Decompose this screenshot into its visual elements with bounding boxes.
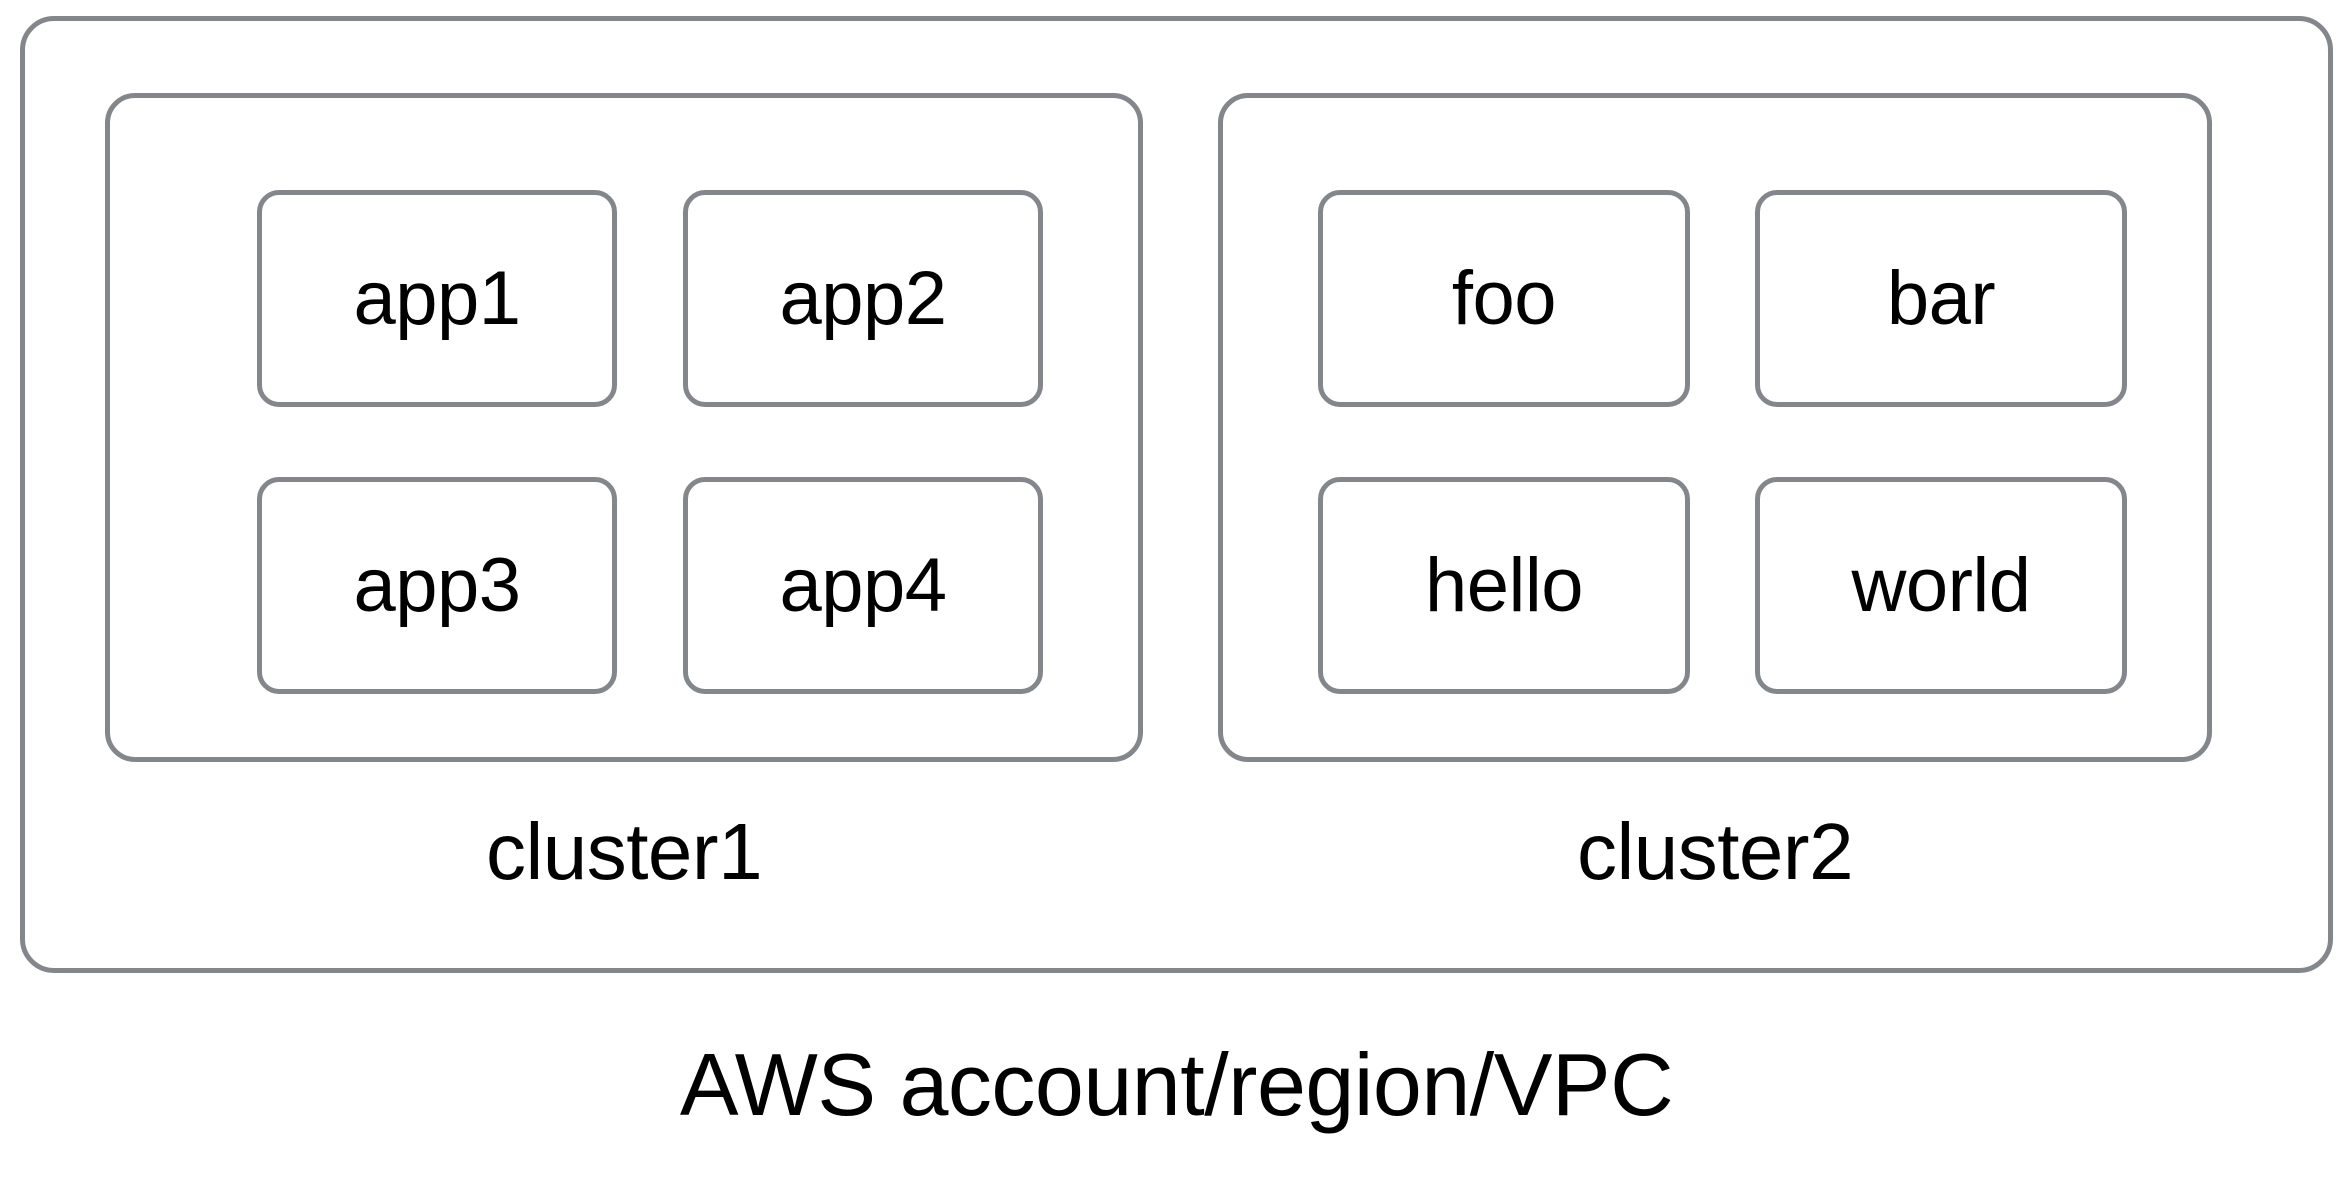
account-caption: AWS account/region/VPC — [679, 1035, 1674, 1134]
node-box-app4[interactable]: app4 — [683, 477, 1043, 694]
node-box-world[interactable]: world — [1755, 477, 2127, 694]
node-label: app1 — [353, 255, 521, 341]
node-label: app3 — [353, 542, 521, 628]
node-label: hello — [1424, 542, 1584, 628]
node-box-app2[interactable]: app2 — [683, 190, 1043, 407]
node-box-app1[interactable]: app1 — [257, 190, 617, 407]
node-grid-cluster1: app1 app2 app3 app4 — [110, 98, 1138, 757]
node-box-app3[interactable]: app3 — [257, 477, 617, 694]
node-label: app4 — [779, 542, 947, 628]
node-box-bar[interactable]: bar — [1755, 190, 2127, 407]
node-grid-cluster2: foo bar hello world — [1223, 98, 2207, 757]
node-box-foo[interactable]: foo — [1318, 190, 1690, 407]
cluster-box-cluster2[interactable]: foo bar hello world — [1218, 93, 2212, 762]
cluster-box-cluster1[interactable]: app1 app2 app3 app4 — [105, 93, 1143, 762]
node-label: bar — [1886, 255, 1996, 341]
cluster-caption-cluster2: cluster2 — [1576, 807, 1854, 896]
node-label: world — [1851, 542, 2031, 628]
aws-account-boundary: app1 app2 app3 app4 foo bar — [20, 16, 2333, 973]
node-box-hello[interactable]: hello — [1318, 477, 1690, 694]
cluster-caption-cluster1: cluster1 — [485, 807, 763, 896]
node-label: app2 — [779, 255, 947, 341]
node-label: foo — [1451, 255, 1557, 341]
